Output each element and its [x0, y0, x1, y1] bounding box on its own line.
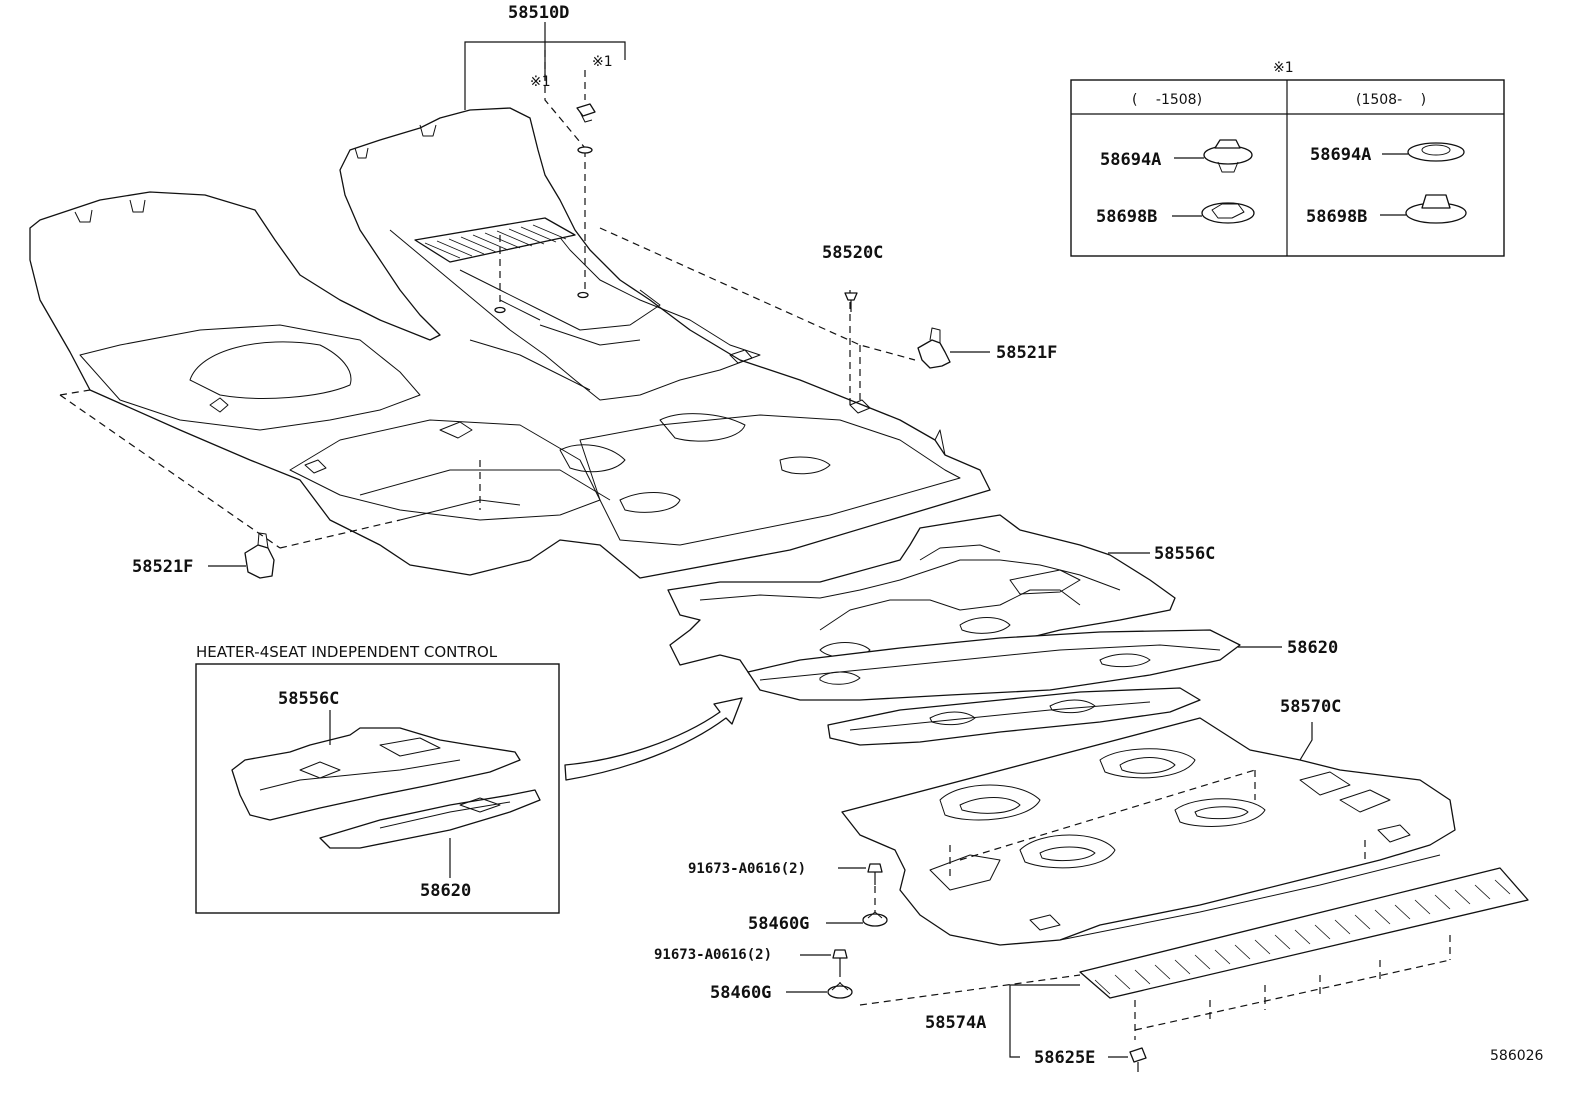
variant-table [1070, 79, 1505, 257]
arrow-icon [564, 697, 743, 781]
bolt-icon-91673-b [800, 949, 848, 970]
bolt-icon-91673-a [838, 863, 883, 885]
inset-title: HEATER-4SEAT INDEPENDENT CONTROL [196, 643, 498, 661]
front-carpet-dash-lines [59, 50, 916, 549]
table-right-row-1: 58694A [1310, 145, 1371, 165]
callout-58625E: 58625E [1034, 1048, 1095, 1068]
clip-icon-58520C [844, 292, 858, 312]
callout-58574A: 58574A [925, 1013, 986, 1033]
rear-dash-lines [859, 769, 1451, 1040]
leader-58570C [1299, 722, 1313, 761]
callout-58510D: 58510D [508, 3, 569, 23]
leader-58510D [464, 22, 626, 110]
table-note-mark: ※1 [1273, 60, 1294, 76]
callout-58520C: 58520C [822, 243, 883, 263]
callout-58460G-b: 58460G [710, 983, 771, 1003]
inset-callout-58620: 58620 [420, 881, 471, 901]
clip-icon-58521F-left [208, 532, 275, 579]
note-mark-a: ※1 [530, 74, 551, 90]
clip-icon-58521F-right [917, 327, 990, 369]
rear-floor-part-58620 [747, 629, 1241, 701]
callout-58556C: 58556C [1154, 544, 1215, 564]
callout-58521F-right: 58521F [996, 343, 1057, 363]
diagram-id: 586026 [1490, 1048, 1544, 1064]
rear-scuff-plate-58574A [1079, 867, 1529, 999]
callout-58521F-left: 58521F [132, 557, 193, 577]
callout-58620: 58620 [1287, 638, 1338, 658]
nut-icon-58460G-b [786, 970, 853, 999]
note-mark-b: ※1 [592, 54, 613, 70]
clip-icon-top [494, 103, 596, 314]
inset-callout-58556C: 58556C [278, 689, 339, 709]
table-col-left-header: ( -1508) [1132, 92, 1202, 108]
table-col-right-header: (1508- ) [1356, 92, 1426, 108]
callout-91673-b: 91673-A0616(2) [654, 947, 772, 963]
front-floor-carpet-58510D [29, 107, 991, 579]
callout-58570C: 58570C [1280, 697, 1341, 717]
heater-inset [195, 663, 560, 914]
table-left-row-2: 58698B [1096, 207, 1157, 227]
clip-icon-58625E [1009, 1022, 1147, 1072]
rear-duct-strip [827, 687, 1201, 746]
leader-58574A [1009, 984, 1080, 1022]
callout-91673-a: 91673-A0616(2) [688, 861, 806, 877]
table-left-row-1: 58694A [1100, 150, 1161, 170]
rear-floor-carpet-58570C [841, 717, 1456, 946]
nut-icon-58460G-a [826, 886, 888, 927]
callout-58460G-a: 58460G [748, 914, 809, 934]
table-right-row-2: 58698B [1306, 207, 1367, 227]
